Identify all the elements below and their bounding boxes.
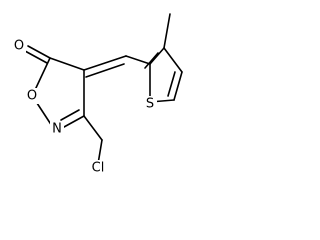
thiophene-ring	[144, 47, 183, 103]
bond-c5-c4	[173, 71, 183, 101]
bond-c5-carbonyl-double	[24, 50, 48, 64]
bond-c5-carbonyl	[27, 45, 51, 59]
bond-c4-c5	[49, 57, 85, 71]
bond-c3-methyl	[163, 13, 171, 49]
sulfur-label: S	[146, 97, 154, 112]
bond-c4-methine-double	[85, 63, 125, 78]
carbonyl-oxygen-label: O	[14, 39, 24, 54]
ring-oxygen-label: O	[27, 89, 37, 104]
atom-labels: O O N S Cl	[12, 38, 157, 176]
bond-c4-c3	[163, 47, 183, 73]
bond-n2-c3	[63, 115, 85, 128]
chemical-structure-diagram: O O N S Cl	[12, 13, 183, 176]
bond-methine-thiophene	[125, 55, 151, 65]
bond-o1-n2	[34, 99, 53, 127]
isoxazolone-ring	[24, 45, 85, 128]
ring-nitrogen-label: N	[52, 122, 62, 137]
bond-c3-c2	[149, 47, 165, 65]
bond-c3-c2-double	[144, 52, 159, 69]
methylidene-bridge	[83, 55, 151, 78]
methyl-group	[163, 13, 171, 49]
bond-c3-ch2	[83, 115, 103, 141]
chloromethyl-group	[83, 115, 103, 165]
bond-c4-methine	[83, 55, 127, 71]
bond-n2-c3-double	[60, 109, 80, 121]
bond-c5-c4-double	[167, 71, 176, 97]
chlorine-label: Cl	[92, 161, 105, 176]
